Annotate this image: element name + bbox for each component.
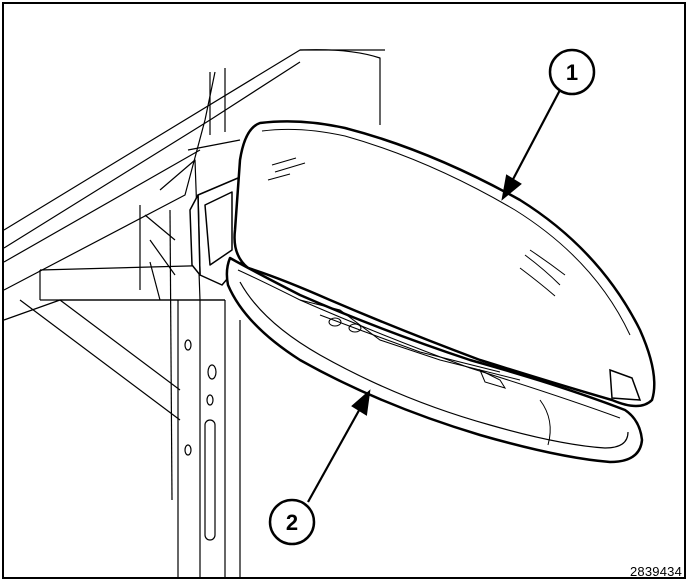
mirror-mount [189, 177, 246, 286]
bracket-holes [184, 339, 217, 541]
door-frame [3, 49, 385, 578]
callout-2: 2 [268, 498, 316, 546]
leader-lines [307, 89, 561, 503]
figure-id: 2839434 [629, 564, 682, 579]
callout-2-label: 2 [286, 510, 298, 535]
arrowhead-1 [501, 174, 522, 201]
callout-1: 1 [548, 48, 596, 96]
leader-line-1 [509, 89, 561, 186]
mirror-housing [225, 256, 644, 464]
leader-line-2 [307, 404, 363, 503]
arrowhead-2 [351, 389, 371, 416]
callout-1-label: 1 [566, 60, 578, 85]
